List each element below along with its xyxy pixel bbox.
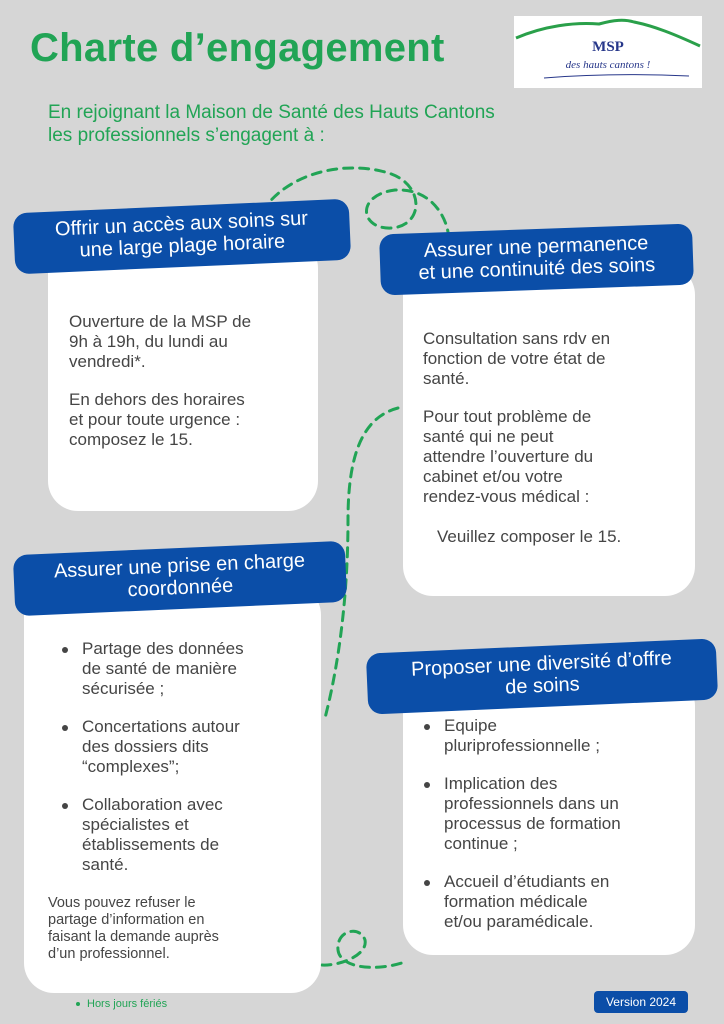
list-item: Partage des données de santé de manière … — [57, 639, 312, 699]
text-line: professionnels dans un — [444, 794, 619, 813]
list-item: Concertations autour des dossiers dits “… — [57, 717, 312, 777]
text-line: 9h à 19h, du lundi au — [69, 332, 228, 351]
text-line: En dehors des horaires — [69, 390, 245, 409]
text-line: Consultation sans rdv en — [423, 329, 611, 348]
text-line: partage d’information en — [48, 912, 205, 928]
list-item: Collaboration avec spécialistes et établ… — [57, 795, 312, 875]
text-line: processus de formation — [444, 814, 621, 833]
text-line: vendredi*. — [69, 352, 146, 371]
consultation-paragraph: Consultation sans rdv en fonction de vot… — [423, 329, 688, 389]
logo-subtitle: des hauts cantons ! — [565, 59, 651, 71]
text-line: fonction de votre état de — [423, 349, 606, 368]
version-badge: Version 2024 — [594, 991, 688, 1013]
call-15-paragraph: Veuillez composer le 15. — [437, 527, 622, 546]
footnote: Hors jours fériés — [76, 998, 167, 1010]
text-line: santé qui ne peut — [423, 427, 554, 446]
text-line: continue ; — [444, 834, 518, 853]
bullet-icon — [76, 1002, 80, 1007]
text-line: Vous pouvez refuser le — [48, 895, 196, 911]
logo-msp-text: MSP — [592, 39, 624, 55]
intro-text: En rejoignant la Maison de Santé des Hau… — [48, 101, 668, 147]
text-line: formation médicale — [444, 892, 588, 911]
coordination-card-text: Partage des données de santé de manière … — [57, 639, 312, 893]
diversity-list: Equipe pluriprofessionnelle ; Implicatio… — [419, 716, 689, 932]
intro-line: En rejoignant la Maison de Santé des Hau… — [48, 102, 495, 123]
problem-paragraph: Pour tout problème de santé qui ne peut … — [423, 407, 688, 507]
text-line: de santé de manière — [82, 659, 237, 678]
permanence-card — [403, 265, 695, 596]
intro-line: les professionnels s’engagent à : — [48, 125, 325, 146]
diversity-card-text: Equipe pluriprofessionnelle ; Implicatio… — [419, 716, 689, 950]
text-line: Pour tout problème de — [423, 407, 592, 426]
footnote-text: Hors jours fériés — [87, 998, 168, 1010]
text-line: et pour toute urgence : — [69, 410, 241, 429]
text-line: cabinet et/ou votre — [423, 467, 563, 486]
text-line: composez le 15. — [69, 430, 193, 449]
text-line: Concertations autour — [82, 717, 240, 736]
text-line: Partage des données — [82, 639, 244, 658]
text-line: Ouverture de la MSP de — [69, 312, 252, 331]
refusal-note: Vous pouvez refuser le partage d’informa… — [48, 895, 308, 963]
text-line: rendez-vous médical : — [423, 487, 590, 506]
diversity-card — [403, 676, 695, 955]
text-line: Accueil d’étudiants en — [444, 872, 610, 891]
text-line: santé. — [82, 855, 129, 874]
coordination-card — [24, 585, 321, 993]
list-item: Implication des professionnels dans un p… — [419, 774, 689, 854]
text-line: Equipe — [444, 716, 497, 735]
permanence-banner: Assurer une permanence et une continuité… — [379, 223, 694, 296]
text-line: spécialistes et — [82, 815, 189, 834]
mountain-icon — [515, 18, 701, 79]
text-line: d’un professionnel. — [48, 946, 170, 962]
text-line: des dossiers dits — [82, 737, 209, 756]
urgency-paragraph: En dehors des horaires et pour toute urg… — [69, 390, 309, 450]
text-line: Implication des — [444, 774, 558, 793]
text-line: sécurisée ; — [82, 679, 165, 698]
text-line: établissements de — [82, 835, 220, 854]
list-item: Equipe pluriprofessionnelle ; — [419, 716, 689, 756]
text-line: santé. — [423, 369, 470, 388]
list-item: Accueil d’étudiants en formation médical… — [419, 872, 689, 932]
hours-card-text: Ouverture de la MSP de 9h à 19h, du lund… — [69, 312, 309, 450]
msp-logo: MSP des hauts cantons ! — [514, 16, 702, 88]
hours-card — [48, 238, 318, 511]
text-line: attendre l’ouverture du — [423, 447, 594, 466]
hours-paragraph: Ouverture de la MSP de 9h à 19h, du lund… — [69, 312, 309, 372]
text-line: faisant la demande auprès — [48, 929, 219, 945]
text-line: pluriprofessionnelle ; — [444, 736, 600, 755]
permanence-card-text: Consultation sans rdv en fonction de vot… — [423, 329, 688, 547]
coordination-list: Partage des données de santé de manière … — [57, 639, 312, 875]
text-line: Collaboration avec — [82, 795, 223, 814]
text-line: et/ou paramédicale. — [444, 912, 594, 931]
text-line: “complexes”; — [82, 757, 180, 776]
page-title: Charte d’engagement — [30, 26, 445, 70]
